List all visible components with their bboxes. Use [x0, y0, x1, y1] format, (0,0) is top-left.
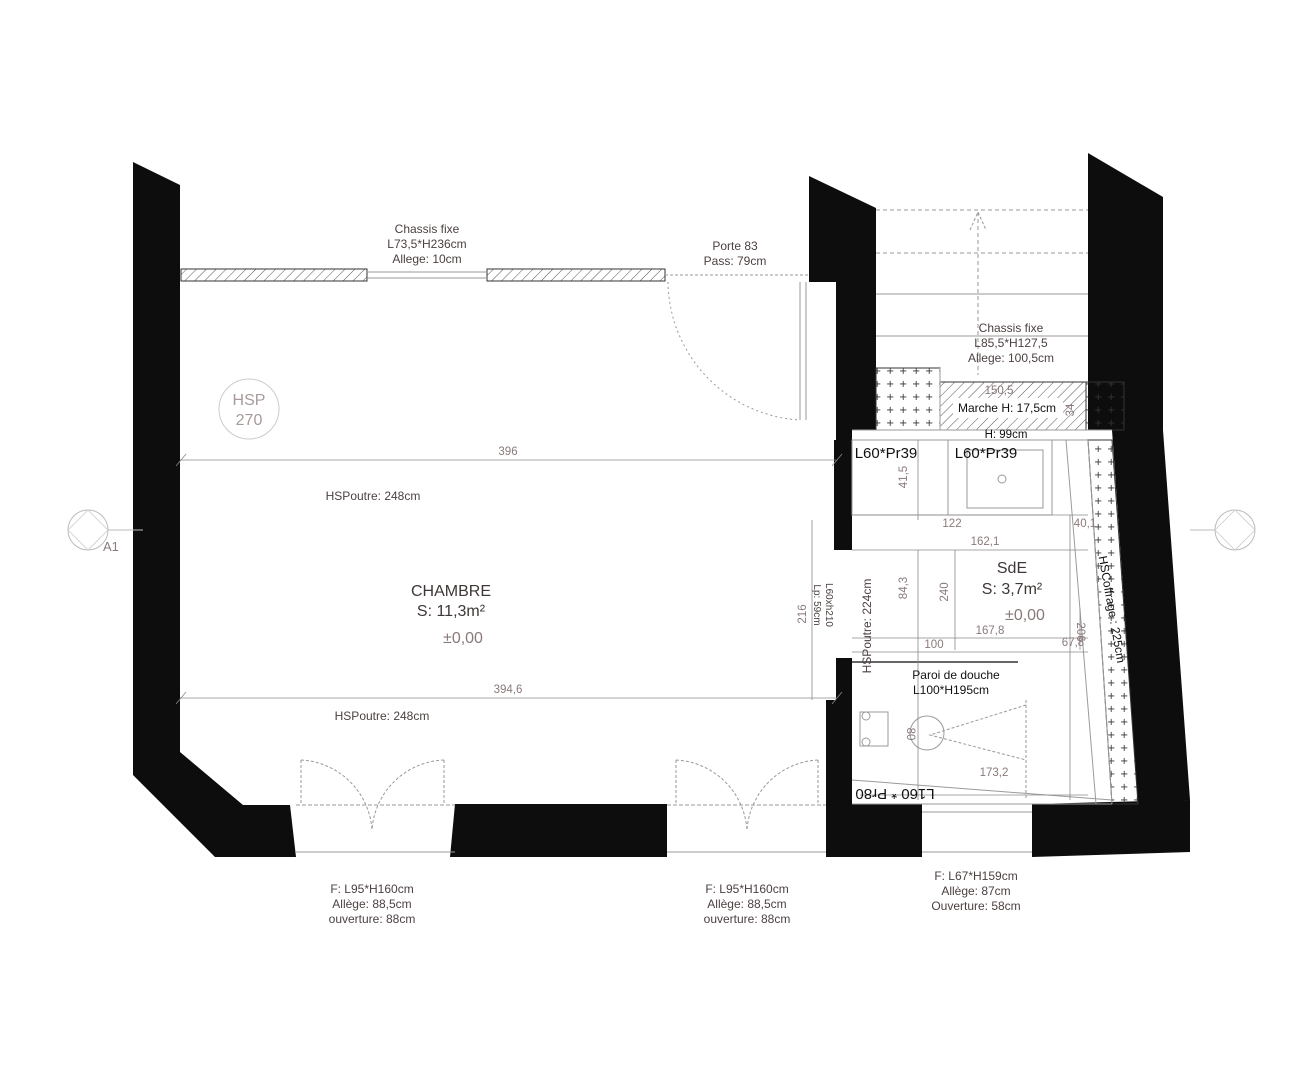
dimension-lines	[175, 440, 1088, 800]
bl-window-line3: ouverture: 88cm	[329, 912, 416, 926]
step-label: Marche H: 17,5cm	[958, 401, 1056, 415]
sde-fittings	[851, 439, 1139, 805]
window-top-label: Chassis fixe L73,5*H236cm Allege: 10cm	[387, 222, 466, 266]
beam-bottom: HSPoutre: 248cm	[335, 709, 430, 723]
hsp-value: 270	[236, 412, 263, 429]
axis-label: A1	[103, 539, 119, 554]
shower-line1: Paroi de douche	[912, 668, 1000, 682]
wall-bottom-right	[1032, 800, 1190, 857]
br-window-line1: F: L67*H159cm	[934, 869, 1017, 883]
dim-415: 41,5	[898, 466, 910, 488]
sde-name: SdE	[997, 560, 1027, 577]
wall-left	[133, 162, 296, 857]
top-window-line3: Allege: 10cm	[392, 252, 461, 266]
wall-center-lower	[826, 658, 852, 804]
shower-label: Paroi de douche L100*H195cm	[912, 668, 1000, 697]
bottom-windows	[296, 759, 1032, 853]
cabinet-bottom: L160 * Pr80	[855, 785, 934, 802]
bay-label: L60xh210 Lp: 59cm	[811, 583, 834, 627]
bl-window-line1: F: L95*H160cm	[330, 882, 413, 896]
bottom-right-window-label: F: L67*H159cm Allège: 87cm Ouverture: 58…	[931, 869, 1020, 913]
dim-396: 396	[498, 446, 517, 458]
bl-window-line2: Allège: 88,5cm	[332, 897, 411, 911]
dim-1621: 162,1	[971, 536, 1000, 548]
dim-843: 84,3	[898, 577, 910, 599]
cabinet-right: L60*Pr39	[955, 445, 1018, 462]
step-width: 150,5	[985, 385, 1014, 397]
step-height: H: 99cm	[985, 429, 1028, 441]
wall-right	[1088, 153, 1190, 804]
dim-240: 240	[939, 582, 951, 601]
beam-sde: HSPoutre: 224cm	[860, 579, 874, 674]
dim-401: 40,1	[1074, 518, 1096, 530]
hsp-marker: HSP 270	[218, 378, 280, 440]
door-label: Porte 83 Pass: 79cm	[704, 239, 767, 268]
stair-window-line2: L85,5*H127,5	[974, 336, 1048, 350]
door-line1: Porte 83	[712, 239, 758, 253]
beam-top: HSPoutre: 248cm	[326, 489, 421, 503]
wall-center-block	[834, 440, 852, 550]
chambre-label: CHAMBRE S: 11,3m² ±0,00	[411, 583, 491, 647]
walls	[133, 153, 1190, 857]
hsp-label: HSP	[233, 392, 266, 409]
top-window-line2: L73,5*H236cm	[387, 237, 466, 251]
dim-3946: 394,6	[494, 684, 523, 696]
bottom-left-window-label: F: L95*H160cm Allège: 88,5cm ouverture: …	[329, 882, 416, 926]
shower-line2: L100*H195cm	[913, 683, 989, 697]
dim-100: 100	[924, 639, 943, 651]
bottom-mid-window-label: F: L95*H160cm Allège: 88,5cm ouverture: …	[704, 882, 791, 926]
sde-level: ±0,00	[1005, 607, 1045, 624]
wall-bottom-right-pier	[826, 804, 922, 857]
chambre-level: ±0,00	[443, 630, 483, 647]
bay-line2: Lp: 59cm	[811, 584, 822, 625]
sde-surface: S: 3,7m²	[982, 581, 1043, 598]
dim-1732: 173,2	[980, 767, 1009, 779]
br-window-line3: Ouverture: 58cm	[931, 899, 1020, 913]
wall-bottom-mid	[450, 804, 667, 857]
cabinet-left: L60*Pr39	[855, 445, 918, 462]
dim-678: 67,8	[1062, 637, 1084, 649]
stair-window-line3: Allege: 100,5cm	[968, 351, 1054, 365]
dim-1678: 167,8	[976, 625, 1005, 637]
dim-216: 216	[797, 604, 809, 623]
step-depth: 34	[1065, 403, 1077, 416]
stair-window-label: Chassis fixe L85,5*H127,5 Allege: 100,5c…	[968, 321, 1054, 365]
dim-80: 80	[904, 728, 916, 741]
bm-window-line2: Allège: 88,5cm	[707, 897, 786, 911]
door-line2: Pass: 79cm	[704, 254, 767, 268]
dim-206: 206	[1074, 622, 1086, 641]
wall-center	[809, 176, 876, 440]
door-swing	[667, 281, 807, 421]
top-window	[180, 268, 809, 282]
br-window-line2: Allège: 87cm	[941, 884, 1010, 898]
bm-window-line3: ouverture: 88cm	[704, 912, 791, 926]
top-window-line1: Chassis fixe	[395, 222, 460, 236]
sde-label: SdE S: 3,7m² ±0,00	[982, 560, 1045, 624]
chambre-name: CHAMBRE	[411, 583, 491, 600]
chambre-surface: S: 11,3m²	[417, 603, 486, 620]
bm-window-line1: F: L95*H160cm	[705, 882, 788, 896]
bay-line1: L60xh210	[823, 583, 834, 627]
stair-window-line1: Chassis fixe	[979, 321, 1044, 335]
dim-122: 122	[942, 518, 961, 530]
axis-markers	[67, 509, 1256, 551]
